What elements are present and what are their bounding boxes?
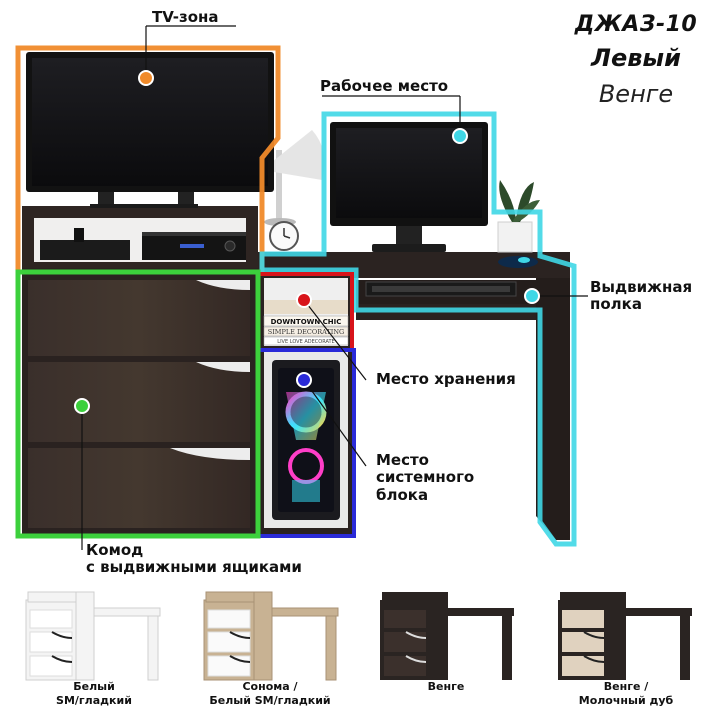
system-unit-label-line2: системного: [376, 468, 475, 487]
workplace-label: Рабочее место: [320, 77, 449, 95]
tv-zone-marker: [138, 70, 154, 86]
variant-sonoma-white-caption: Сонома / Белый SM/гладкий: [200, 680, 340, 708]
book-3: [263, 336, 349, 346]
book-title-1: DOWNTOWN CHIC: [271, 318, 342, 326]
chest-label-line1: Комод: [86, 541, 144, 559]
model-name: ДЖАЗ-10: [574, 12, 698, 37]
chest-label: Комод с выдвижными ящиками: [86, 541, 302, 577]
variant-white-line1: Белый: [73, 680, 115, 693]
variant-wenge-milkoak-line2: Молочный дуб: [578, 693, 674, 707]
book-1: [263, 315, 349, 327]
desk-leg: [536, 278, 570, 540]
storage-marker: [296, 292, 312, 308]
soundbar: [40, 240, 130, 260]
speaker: [74, 228, 84, 242]
drawer-3: [28, 448, 250, 528]
pullout-shelf-label-line2: полка: [590, 295, 642, 314]
book-title-3: LIVE LOVE ADECORATE: [277, 339, 334, 345]
book-title-2: SIMPLE DECORATING: [268, 328, 344, 336]
drawer-1: [28, 280, 250, 356]
variant-sonoma-white-line1: Сонома /: [242, 680, 298, 693]
chest-outline: [15, 269, 261, 539]
variant-wenge-caption: Венге: [376, 680, 516, 694]
variant-wenge-line1: Венге: [427, 680, 465, 693]
variant-wenge-milkoak-caption: Венге / Молочный дуб: [556, 680, 696, 708]
variant-white-thumbnail[interactable]: [25, 591, 161, 681]
variant-wenge-milkoak-line1: Венге /: [603, 680, 649, 693]
orientation-label: Левый: [591, 44, 681, 72]
variant-sonoma-white-thumbnail[interactable]: [203, 591, 339, 681]
variant-wenge-milkoak-thumbnail[interactable]: [558, 592, 692, 680]
lamp-shade: [262, 130, 325, 180]
book-2: [263, 326, 349, 337]
system-unit-label-line3: блока: [376, 485, 429, 504]
workplace-marker: [452, 128, 468, 144]
finish-label: Венге: [598, 80, 674, 108]
variant-white-line2: SM/гладкий: [56, 693, 132, 707]
chest-label-line2: с выдвижными ящиками: [86, 558, 302, 577]
pullout-shelf-label: Выдвижная полка: [590, 278, 693, 314]
system-unit-label: Место системного блока: [376, 451, 475, 504]
variant-wenge-thumbnail[interactable]: [380, 592, 514, 680]
variant-white-caption: Белый SM/гладкий: [24, 680, 164, 708]
drawer-2: [28, 362, 250, 442]
chest-marker: [74, 398, 90, 414]
system-unit-label-line1: Место: [376, 451, 429, 469]
storage-label: Место хранения: [376, 370, 516, 388]
workplace-outline: [259, 111, 577, 547]
pullout-shelf-marker: [524, 288, 540, 304]
system-unit-marker: [296, 372, 312, 388]
tv-zone-label: TV-зона: [152, 8, 219, 26]
pullout-shelf-label-line1: Выдвижная: [590, 278, 693, 296]
variant-sonoma-white-line2: Белый SM/гладкий: [209, 693, 331, 707]
plant-pot: [497, 221, 533, 253]
